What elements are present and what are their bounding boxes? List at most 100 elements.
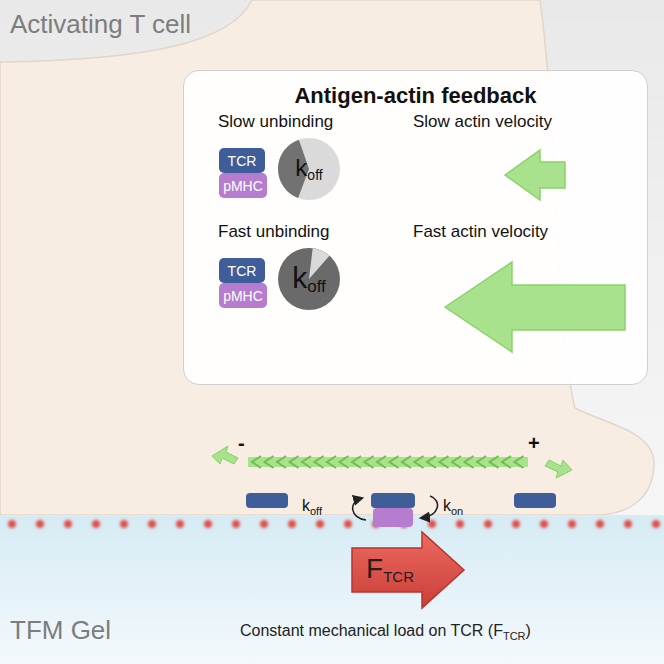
pie-slice: [278, 140, 309, 198]
fluorescent-bead: [260, 520, 268, 528]
text-label: Fast actin velocity: [413, 222, 548, 241]
actin-chevron: [452, 456, 461, 468]
fluorescent-bead: [652, 520, 660, 528]
symbol: FTCR: [366, 555, 414, 584]
fluorescent-bead: [596, 520, 604, 528]
subscript-label: off: [310, 505, 322, 517]
symbol-subscript: TCR: [383, 569, 414, 586]
actin-chevron: [352, 456, 361, 468]
label-group: Fast actin velocity: [413, 222, 548, 242]
fluorescent-bead: [176, 520, 184, 528]
fluorescent-bead: [8, 520, 16, 528]
force-arrow-shape: [352, 532, 464, 608]
fluorescent-bead: [568, 520, 576, 528]
text-label: -: [238, 432, 245, 454]
actin-filament: [248, 456, 528, 468]
fast-actin-arrow: [445, 262, 625, 352]
actin-chevron: [365, 456, 374, 468]
pie-slice: [278, 138, 340, 200]
koff-pie: koff: [277, 137, 341, 201]
bead-row: [8, 520, 660, 528]
actin-chevron: [340, 456, 349, 468]
tcr-receptor: [514, 493, 556, 508]
fluorescent-bead: [428, 520, 436, 528]
actin-chevron: [427, 456, 436, 468]
fluorescent-bead: [316, 520, 324, 528]
fluorescent-bead: [344, 520, 352, 528]
fluorescent-bead: [512, 520, 520, 528]
label-group: Constant mechanical load on TCR (FTCR): [240, 622, 531, 643]
text-wrap: FTCR: [350, 530, 430, 610]
fluorescent-bead: [148, 520, 156, 528]
fluorescent-bead: [540, 520, 548, 528]
actin-chevron: [502, 456, 511, 468]
fluorescent-bead: [484, 520, 492, 528]
subscript-label: on: [451, 505, 463, 517]
actin-chevron: [440, 456, 449, 468]
label-group: +: [528, 432, 540, 455]
actin-chevron: [302, 456, 311, 468]
kon-arrow: [421, 496, 437, 518]
panel-title: Antigen-actin feedback: [184, 71, 647, 109]
actin-chevron: [465, 456, 474, 468]
actin-chevron: [477, 456, 486, 468]
text-label: ): [526, 622, 531, 639]
pmhc-box: pMHC: [219, 283, 267, 308]
fluorescent-bead: [456, 520, 464, 528]
slow-actin-arrow: [505, 150, 565, 200]
tcr-box: TCR: [219, 148, 265, 173]
text-wrap: koff: [277, 137, 341, 201]
symbol-subscript: off: [307, 167, 322, 183]
actin-chevron: [252, 456, 261, 468]
label-group: Fast unbinding: [218, 222, 330, 242]
actin-chevron: [515, 456, 524, 468]
tcr-receptor: [371, 493, 415, 508]
actin-chevron: [277, 456, 286, 468]
pmhc-label: pMHC: [223, 178, 263, 194]
fluorescent-bead: [288, 520, 296, 528]
actin-chevron: [402, 456, 411, 468]
subscript-label: TCR: [503, 630, 526, 642]
plus-end-arrow: [545, 460, 572, 478]
actin-core: [248, 457, 528, 467]
fluorescent-bead: [64, 520, 72, 528]
text-wrap: koff: [277, 247, 341, 311]
label-group: Slow actin velocity: [413, 112, 552, 132]
text-label: k: [443, 497, 451, 514]
label-group: koff: [302, 497, 322, 518]
text-label: Activating T cell: [10, 9, 191, 39]
cell-background: [0, 0, 664, 515]
fluorescent-bead: [92, 520, 100, 528]
label-group: Slow unbinding: [218, 112, 333, 132]
text-label: Slow unbinding: [218, 112, 333, 131]
actin-chevron: [377, 456, 386, 468]
symbol-letter: k: [292, 261, 307, 294]
tcr-label: TCR: [228, 263, 257, 279]
fluorescent-bead: [232, 520, 240, 528]
pmhc-label: pMHC: [223, 288, 263, 304]
label-group: Activating T cell: [10, 10, 191, 40]
actin-chevron: [265, 456, 274, 468]
text-label: Slow actin velocity: [413, 112, 552, 131]
actin-chevron: [327, 456, 336, 468]
force-arrow: FTCR: [350, 530, 466, 610]
text-label: +: [528, 432, 540, 454]
tfm-gel: [0, 515, 664, 664]
text-label: k: [302, 497, 310, 514]
actin-chevron: [290, 456, 299, 468]
label-group: -: [238, 432, 245, 455]
label-group: kon: [443, 497, 463, 518]
actin-chevron: [390, 456, 399, 468]
symbol: koff: [295, 156, 322, 182]
koff-arrow: [353, 498, 366, 520]
pmhc-ligand: [373, 508, 413, 527]
t-cell-body: [0, 0, 654, 515]
actin-chevron: [315, 456, 324, 468]
fluorescent-bead: [204, 520, 212, 528]
koff-pie: koff: [277, 247, 341, 311]
minus-end-arrow: [212, 446, 238, 464]
fluorescent-bead: [120, 520, 128, 528]
fluorescent-bead: [36, 520, 44, 528]
symbol-letter: k: [295, 154, 307, 181]
